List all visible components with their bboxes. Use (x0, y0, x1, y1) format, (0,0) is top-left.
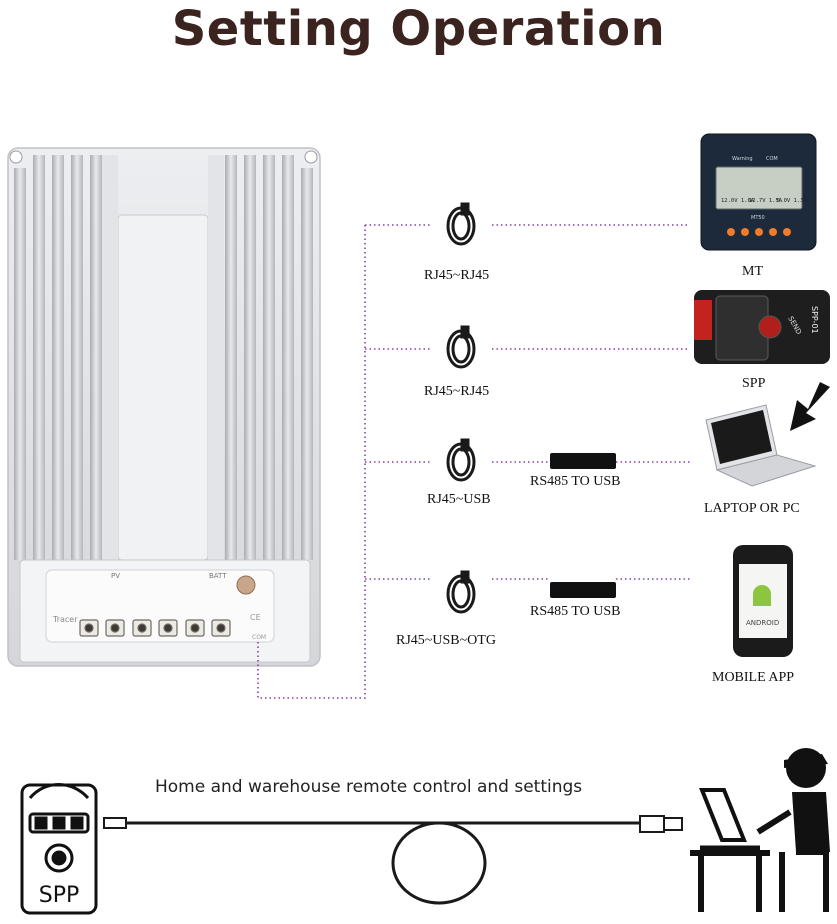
rs485-adapter (550, 582, 616, 598)
svg-text:12.0V 1.6A: 12.0V 1.6A (721, 198, 755, 204)
mount-hole (304, 150, 318, 164)
mount-hole (9, 150, 23, 164)
spp-tower-icon (20, 783, 98, 915)
cable-icon (446, 202, 476, 246)
adapter-label: RS485 TO USB (530, 604, 621, 619)
cable-label: RJ45~USB~OTG (396, 633, 496, 648)
svg-text:MT50: MT50 (751, 215, 765, 221)
charge-controller: PV BATT Tracer CE COM (7, 147, 321, 667)
cable-icon (446, 438, 476, 482)
batt-indicator-label: BATT (209, 572, 227, 580)
device-label: MT (742, 264, 763, 279)
spp-remote: SEND SPP-01 (694, 290, 830, 364)
device-label: MOBILE APP (712, 670, 795, 685)
svg-text:0.0V 1.3A: 0.0V 1.3A (777, 198, 807, 204)
svg-text:COM: COM (766, 156, 778, 162)
svg-text:ANDROID: ANDROID (746, 619, 779, 627)
cable-icon (446, 570, 476, 614)
connection-lines (257, 224, 690, 699)
cable-label: RJ45~USB (427, 492, 491, 507)
screw-terminals (79, 619, 231, 637)
heatsink-fins (14, 155, 313, 560)
page-title: Setting Operation (171, 1, 666, 57)
center-channel (117, 214, 209, 561)
cable-label: RJ45~RJ45 (424, 268, 490, 283)
svg-text:SPP-01: SPP-01 (810, 306, 819, 334)
spp-tower-label: SPP (39, 883, 80, 908)
svg-text:CE: CE (250, 613, 261, 622)
brand-label: Tracer (52, 615, 78, 624)
person-at-computer-icon (690, 748, 830, 912)
arrow-icon (790, 382, 830, 431)
cable-icon (446, 325, 476, 369)
pv-indicator-label: PV (111, 572, 120, 580)
adapter-label: RS485 TO USB (530, 474, 621, 489)
svg-text:Warning: Warning (732, 156, 753, 162)
indicator-led (236, 575, 256, 595)
svg-text:12.7V 1.5A: 12.7V 1.5A (749, 198, 783, 204)
laptop-icon (705, 404, 817, 487)
mt50-meter: 12.0V 1.6A 12.7V 1.5A 0.0V 1.3A Warning … (700, 133, 817, 251)
cable-label: RJ45~RJ45 (424, 384, 490, 399)
phone-icon: ANDROID (733, 545, 793, 657)
com-port-label: COM (252, 634, 266, 641)
remote-control-caption: Home and warehouse remote control and se… (155, 777, 583, 797)
usb-cable (103, 815, 683, 905)
device-label: LAPTOP OR PC (704, 501, 800, 516)
device-label: SPP (742, 376, 766, 391)
rs485-adapter (550, 453, 616, 469)
